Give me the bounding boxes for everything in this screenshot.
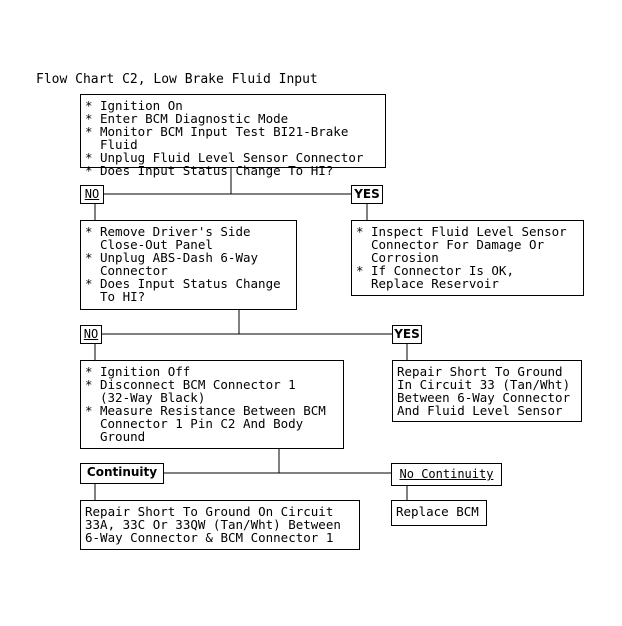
branch3-no-continuity-label: No Continuity (391, 463, 502, 486)
step2-no-item: *Does Input Status Change To HI? (85, 276, 281, 304)
step2-no-item: *Remove Driver's Side Close-Out Panel (85, 224, 251, 252)
step1-item: *Ignition On (85, 98, 183, 113)
step4-no-continuity-text: Replace BCM (396, 504, 479, 519)
step2-yes-box: *Inspect Fluid Level Sensor Connector Fo… (351, 220, 584, 296)
branch2-no-label: NO (80, 325, 102, 344)
step3-no-item: *Ignition Off (85, 364, 191, 379)
step3-no-item: *Disconnect BCM Connector 1 (32-Way Blac… (85, 377, 296, 405)
step4-continuity-text: Repair Short To Ground On Circuit 33A, 3… (85, 504, 341, 545)
step2-no-box: *Remove Driver's Side Close-Out Panel *U… (80, 220, 297, 310)
branch2-yes-label: YES (392, 325, 422, 344)
step4-continuity-box: Repair Short To Ground On Circuit 33A, 3… (80, 500, 360, 550)
step3-yes-box: Repair Short To Ground In Circuit 33 (Ta… (392, 360, 582, 422)
step3-no-box: *Ignition Off *Disconnect BCM Connector … (80, 360, 344, 449)
step2-no-item: *Unplug ABS-Dash 6-Way Connector (85, 250, 259, 278)
branch1-no-label: NO (80, 185, 104, 204)
branch1-yes-label: YES (351, 185, 383, 204)
step4-no-continuity-box: Replace BCM (391, 500, 487, 526)
step3-no-item: *Measure Resistance Between BCM Connecto… (85, 403, 326, 444)
flow-chart-title: Flow Chart C2, Low Brake Fluid Input (36, 72, 318, 87)
step2-yes-item: *If Connector Is OK, Replace Reservoir (356, 263, 514, 291)
branch3-continuity-label: Continuity (80, 463, 164, 484)
step3-yes-text: Repair Short To Ground In Circuit 33 (Ta… (397, 364, 571, 418)
step1-item: *Unplug Fluid Level Sensor Connector (85, 150, 364, 165)
step1-box: *Ignition On *Enter BCM Diagnostic Mode … (80, 94, 386, 177)
step1-item: *Does Input Status Change To HI? (85, 163, 334, 178)
step1-item: *Enter BCM Diagnostic Mode (85, 111, 289, 126)
step1-item: *Monitor BCM Input Test BI21-Brake Fluid (85, 124, 349, 152)
step2-yes-item: *Inspect Fluid Level Sensor Connector Fo… (356, 224, 567, 265)
